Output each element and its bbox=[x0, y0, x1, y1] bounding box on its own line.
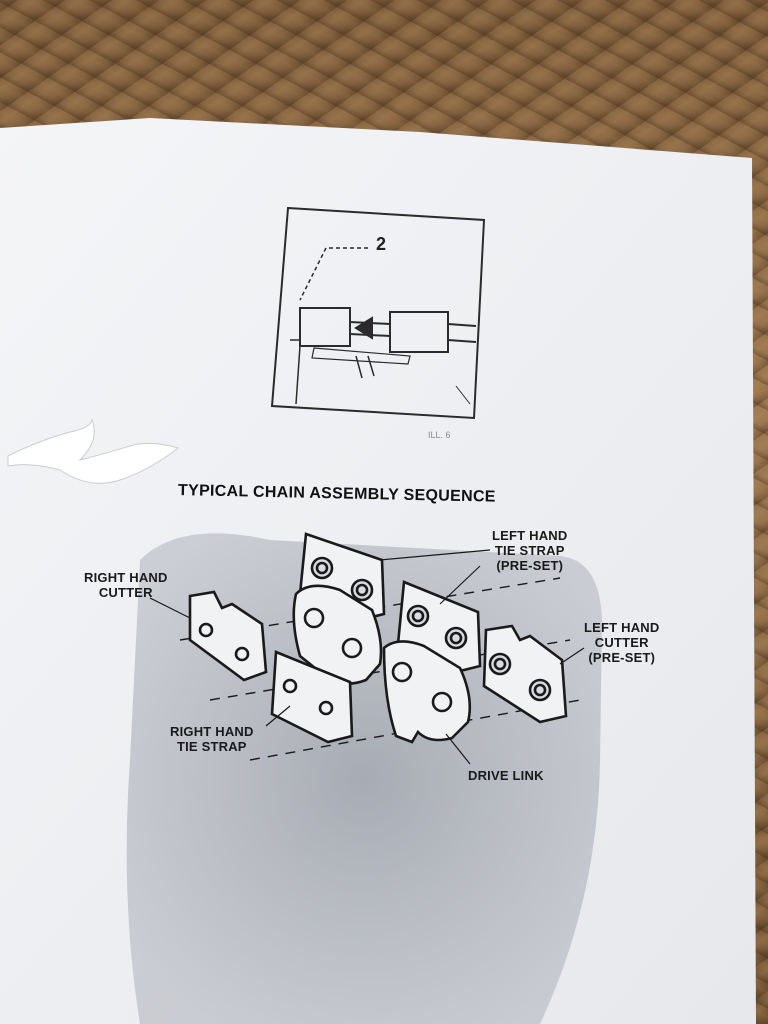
chain-assembly-diagram bbox=[149, 532, 585, 765]
label-drive-link: DRIVE LINK bbox=[468, 768, 544, 783]
paper-crease bbox=[7, 418, 180, 484]
label-right-hand-tie-strap: RIGHT HAND TIE STRAP bbox=[170, 724, 254, 754]
label-right-hand-cutter: RIGHT HAND CUTTER bbox=[84, 570, 168, 600]
label-left-hand-cutter: LEFT HAND CUTTER (PRE-SET) bbox=[584, 620, 660, 665]
figure-callout-number: 2 bbox=[376, 234, 387, 254]
drive-link-part bbox=[382, 640, 472, 744]
center-drive-link-part bbox=[292, 584, 383, 685]
figure-caption: ILL. 6 bbox=[428, 430, 451, 440]
label-leader-lines bbox=[149, 549, 585, 765]
left-hand-cutter-part bbox=[482, 624, 568, 724]
right-hand-tie-strap-part bbox=[270, 650, 354, 744]
figure-2-illustration bbox=[270, 206, 486, 420]
right-hand-cutter-part bbox=[188, 590, 268, 682]
label-left-hand-tie-strap: LEFT HAND TIE STRAP (PRE-SET) bbox=[492, 528, 568, 573]
